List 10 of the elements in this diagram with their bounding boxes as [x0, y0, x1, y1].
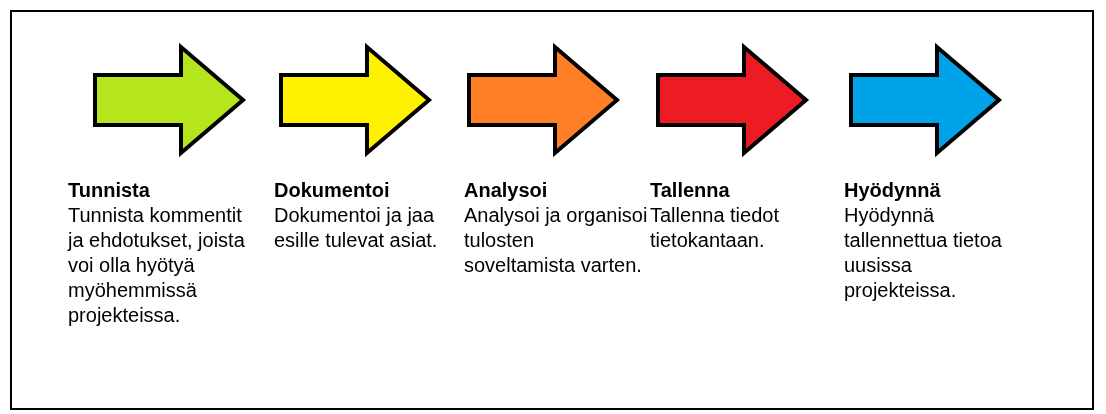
- step-title: Tunnista: [68, 178, 151, 203]
- step-title: Analysoi: [464, 178, 549, 203]
- step-description: Dokumentoi ja jaa esille tulevat asiat.: [274, 203, 439, 253]
- step-description: Tunnista kommentit ja ehdotukset, joista voi olla hyötyä myöhemmissä projekteissa.: [68, 203, 246, 328]
- step-title: Hyödynnä: [844, 178, 942, 203]
- step-description: Analysoi ja organisoi tulosten soveltamista varten.: [464, 203, 649, 278]
- step-title: Dokumentoi: [274, 178, 391, 203]
- step-title: Tallenna: [650, 178, 731, 203]
- step-description: Tallenna tiedot tietokantaan.: [650, 203, 780, 253]
- step-description: Hyödynnä tallennettua tietoa uusissa projekteissa.: [844, 203, 1003, 303]
